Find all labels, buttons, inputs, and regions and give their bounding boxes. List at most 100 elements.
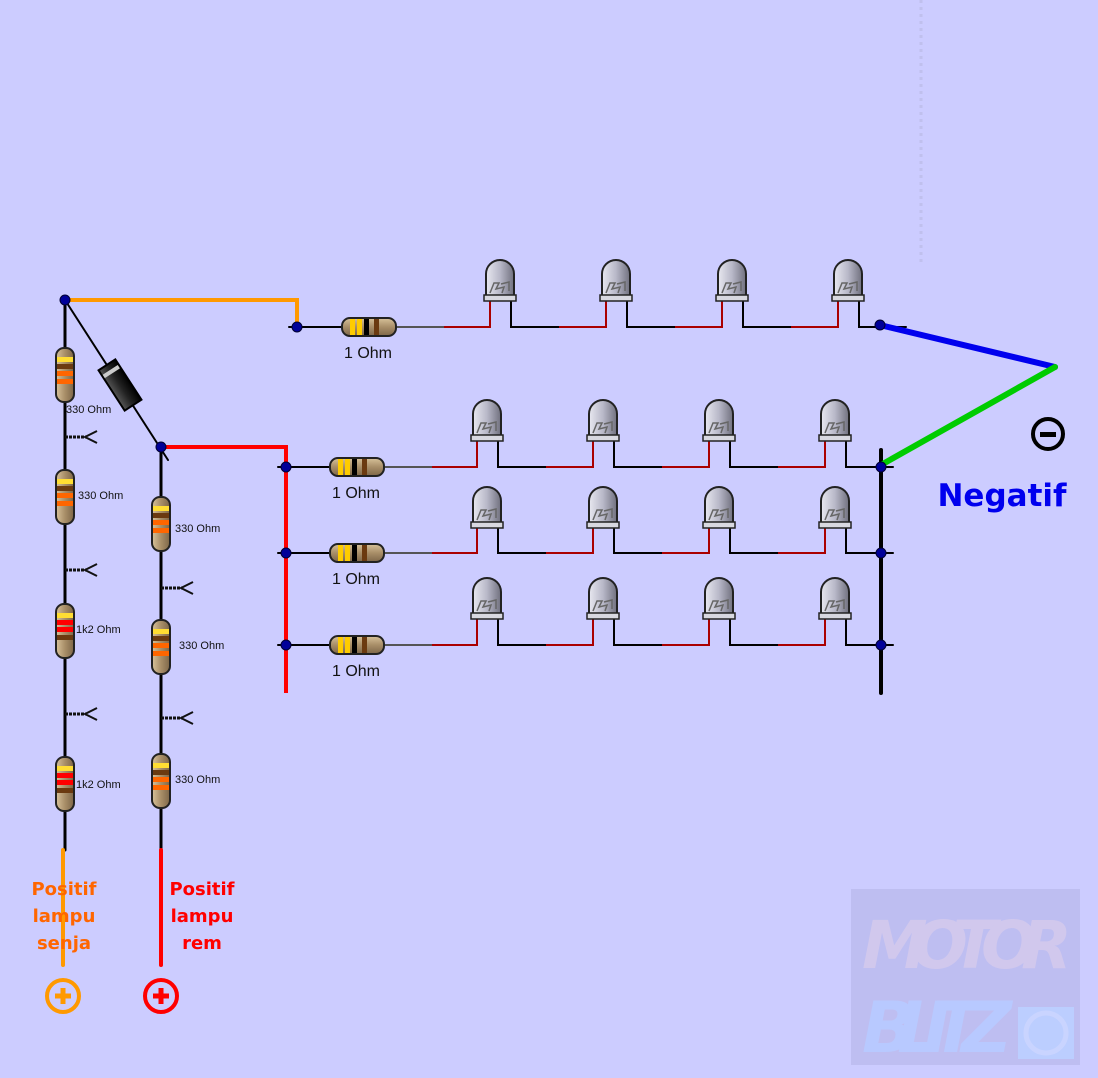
led-rim <box>831 294 865 302</box>
led-rim <box>702 521 736 529</box>
resistor-label: 1 Ohm <box>332 663 380 680</box>
led-rim <box>702 434 736 442</box>
resistor-band <box>57 627 73 632</box>
wire-led-anode <box>546 441 594 468</box>
minus-bar <box>1040 432 1056 437</box>
wire-led-cathode <box>845 441 881 468</box>
wire-led-anode <box>546 619 594 646</box>
led-rim <box>483 294 517 302</box>
resistor-label: 330 Ohm <box>66 404 111 416</box>
wire-connector <box>65 707 98 721</box>
rem-label: Positif <box>169 879 234 900</box>
resistor-band <box>57 371 73 376</box>
connector-fork <box>178 581 194 595</box>
led <box>599 259 633 302</box>
resistor-label: 1k2 Ohm <box>76 624 121 636</box>
led-die <box>592 421 613 434</box>
wire-led-cathode <box>497 528 546 554</box>
junction-node <box>875 461 887 473</box>
led-die <box>592 599 613 612</box>
wire-connector <box>65 563 98 577</box>
wire-led-anode <box>675 301 723 328</box>
resistor <box>55 603 75 659</box>
connector-fork <box>82 430 98 444</box>
wire-led-anode <box>432 528 478 554</box>
led-die <box>605 281 626 294</box>
led-die <box>824 421 845 434</box>
wire-led-anode <box>546 528 594 554</box>
resistor-band <box>57 773 73 778</box>
wire-negative-top <box>877 322 1058 370</box>
resistor-band <box>57 635 73 640</box>
resistor-label: 330 Ohm <box>179 640 224 652</box>
resistor-band <box>153 506 169 511</box>
wire-led-anode <box>559 301 607 328</box>
connector-fork <box>82 707 98 721</box>
led <box>818 486 852 529</box>
svg-text:BLITZ: BLITZ <box>862 987 1013 1069</box>
led-die <box>476 421 497 434</box>
resistor-band <box>153 763 169 768</box>
wire-led-anode <box>778 619 826 646</box>
led-rim <box>586 521 620 529</box>
led-rim <box>470 612 504 620</box>
led <box>483 259 517 302</box>
wire-led-cathode <box>613 441 662 468</box>
wire-led-cathode <box>858 301 880 328</box>
led-rim <box>586 612 620 620</box>
led <box>470 577 504 620</box>
resistor-band <box>352 637 357 653</box>
watermark-logo: MOTOR BLITZ <box>851 889 1080 1069</box>
resistor-band <box>153 636 169 641</box>
junction-node <box>875 547 887 559</box>
led-die <box>824 508 845 521</box>
wire-led-cathode <box>510 301 559 328</box>
wire-led-anode <box>432 441 478 468</box>
led <box>831 259 865 302</box>
junction-node <box>874 319 886 331</box>
wire-led-anode <box>791 301 839 328</box>
led-rim <box>818 612 852 620</box>
wire-connector <box>161 711 194 725</box>
resistor-band <box>153 770 169 775</box>
resistor-label: 1k2 Ohm <box>76 779 121 791</box>
resistor-label: 1 Ohm <box>332 485 380 502</box>
resistor-band <box>362 459 367 475</box>
led <box>818 577 852 620</box>
wire-led-anode <box>662 619 710 646</box>
resistor-label: 330 Ohm <box>175 523 220 535</box>
wire-connector <box>65 430 98 444</box>
rem-label: rem <box>182 933 222 954</box>
resistor-band <box>345 545 350 561</box>
wire-led-cathode <box>729 441 778 468</box>
wire-senja <box>65 298 299 325</box>
resistor-band <box>153 520 169 525</box>
resistor <box>151 753 171 809</box>
wire-led-anode <box>778 528 826 554</box>
junction-node <box>280 461 292 473</box>
led-die <box>721 281 742 294</box>
led-rim <box>470 434 504 442</box>
resistor-label: 1 Ohm <box>344 345 392 362</box>
svg-text:MOTOR: MOTOR <box>862 907 1072 984</box>
wire-led-anode <box>432 619 478 646</box>
junction-node <box>291 321 303 333</box>
led-rim <box>470 521 504 529</box>
resistor-band <box>57 486 73 491</box>
wire-led-cathode <box>729 619 778 646</box>
led-rim <box>715 294 749 302</box>
resistor <box>151 496 171 552</box>
negatif-label: Negatif <box>937 478 1067 514</box>
wire-led-anode <box>662 441 710 468</box>
resistor-band <box>57 780 73 785</box>
led-rim <box>818 521 852 529</box>
wire-led-cathode <box>845 619 881 646</box>
junction-node <box>875 639 887 651</box>
led-rim <box>599 294 633 302</box>
led <box>470 399 504 442</box>
resistor-band <box>338 545 343 561</box>
resistor-band <box>352 545 357 561</box>
resistor-band <box>362 545 367 561</box>
plus-bar <box>158 988 164 1004</box>
led-die <box>708 421 729 434</box>
